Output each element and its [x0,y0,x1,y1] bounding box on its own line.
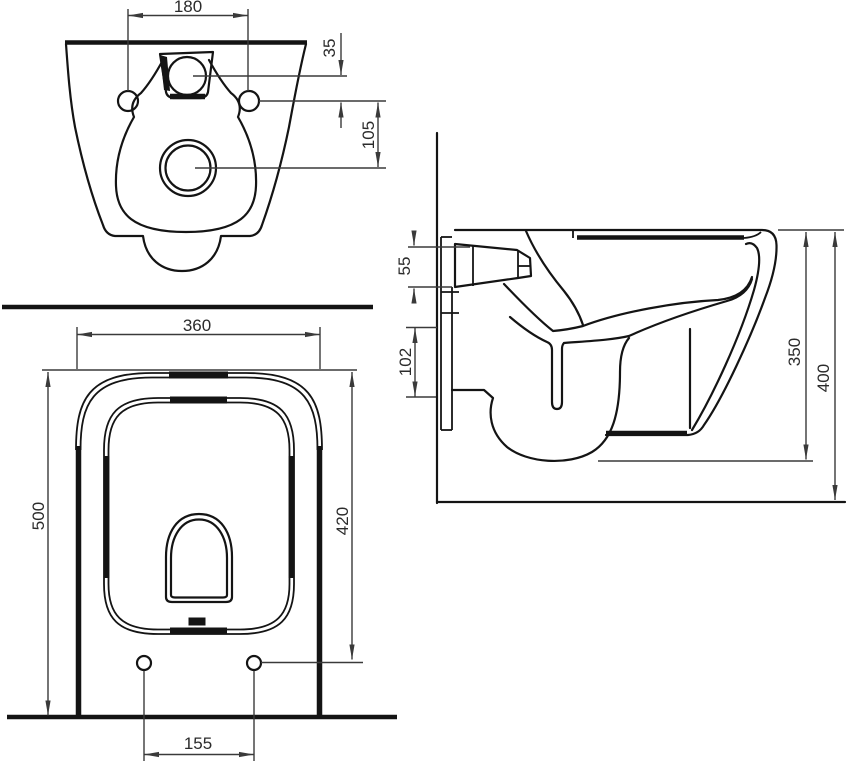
bowl-back-wall-and-underside [450,336,631,462]
dimension-plan-depth: 500 [29,372,51,716]
dim-label-55: 55 [395,257,414,276]
dim-label-360: 360 [183,316,211,335]
dim-label-105: 105 [359,121,378,149]
lid-contour-outer [75,372,323,451]
dim-label-420: 420 [333,507,352,535]
seat-hole-left [135,654,153,672]
mounting-plate [440,236,459,431]
dim-label-500: 500 [29,502,48,530]
seat-ring-inner [107,401,291,631]
side-body-outline [453,228,778,437]
fixing-hole-right [237,89,261,113]
dim-label-350: 350 [785,338,804,366]
side-view: 55 102 350 400 [395,131,847,505]
dim-label-400: 400 [814,364,833,392]
seat-hole-right [245,654,263,672]
seat-rear-tick [743,231,762,239]
rear-view: 180 35 105 [64,0,386,273]
dimension-side-front-height: 350 [598,229,844,462]
dim-label-155: 155 [184,734,212,753]
rim-band-lower-curve [562,277,754,345]
dimension-plan-width: 360 [76,316,321,369]
plan-view: 360 500 420 155 [2,304,397,761]
dim-label-35: 35 [320,39,339,58]
lid-contour-inner [79,376,319,451]
dim-label-180: 180 [174,0,202,16]
dimension-rear-hole-spacing: 180 [127,0,249,91]
dimension-plan-seat-hole-depth: 420 [261,372,363,664]
front-channel-inner-line [690,242,761,432]
flush-channel-upper-curve [502,275,754,333]
dimension-side-overall-height: 400 [814,232,838,500]
dimension-rear-outlet-offset: 105 [359,102,381,167]
bowl-opening-inner [169,518,229,599]
dim-label-102: 102 [396,348,415,376]
dimension-rear-inlet-offset: 35 [320,33,344,128]
rear-body-outline [64,42,308,273]
dimension-plan-seat-hole-spacing: 155 [143,671,255,761]
inlet-housing-thick-side [160,55,170,91]
dimension-side-outlet-pipe: 102 [396,326,437,398]
flush-channel-lower-hook [508,315,566,411]
seat-bumper-mark [188,617,206,626]
bowl-opening-outer [164,512,234,604]
inlet-spigot [453,242,533,289]
seat-ring-outer [103,397,295,635]
rim-front-curve [524,229,585,327]
dimension-side-inlet-pipe: 55 [395,230,470,304]
